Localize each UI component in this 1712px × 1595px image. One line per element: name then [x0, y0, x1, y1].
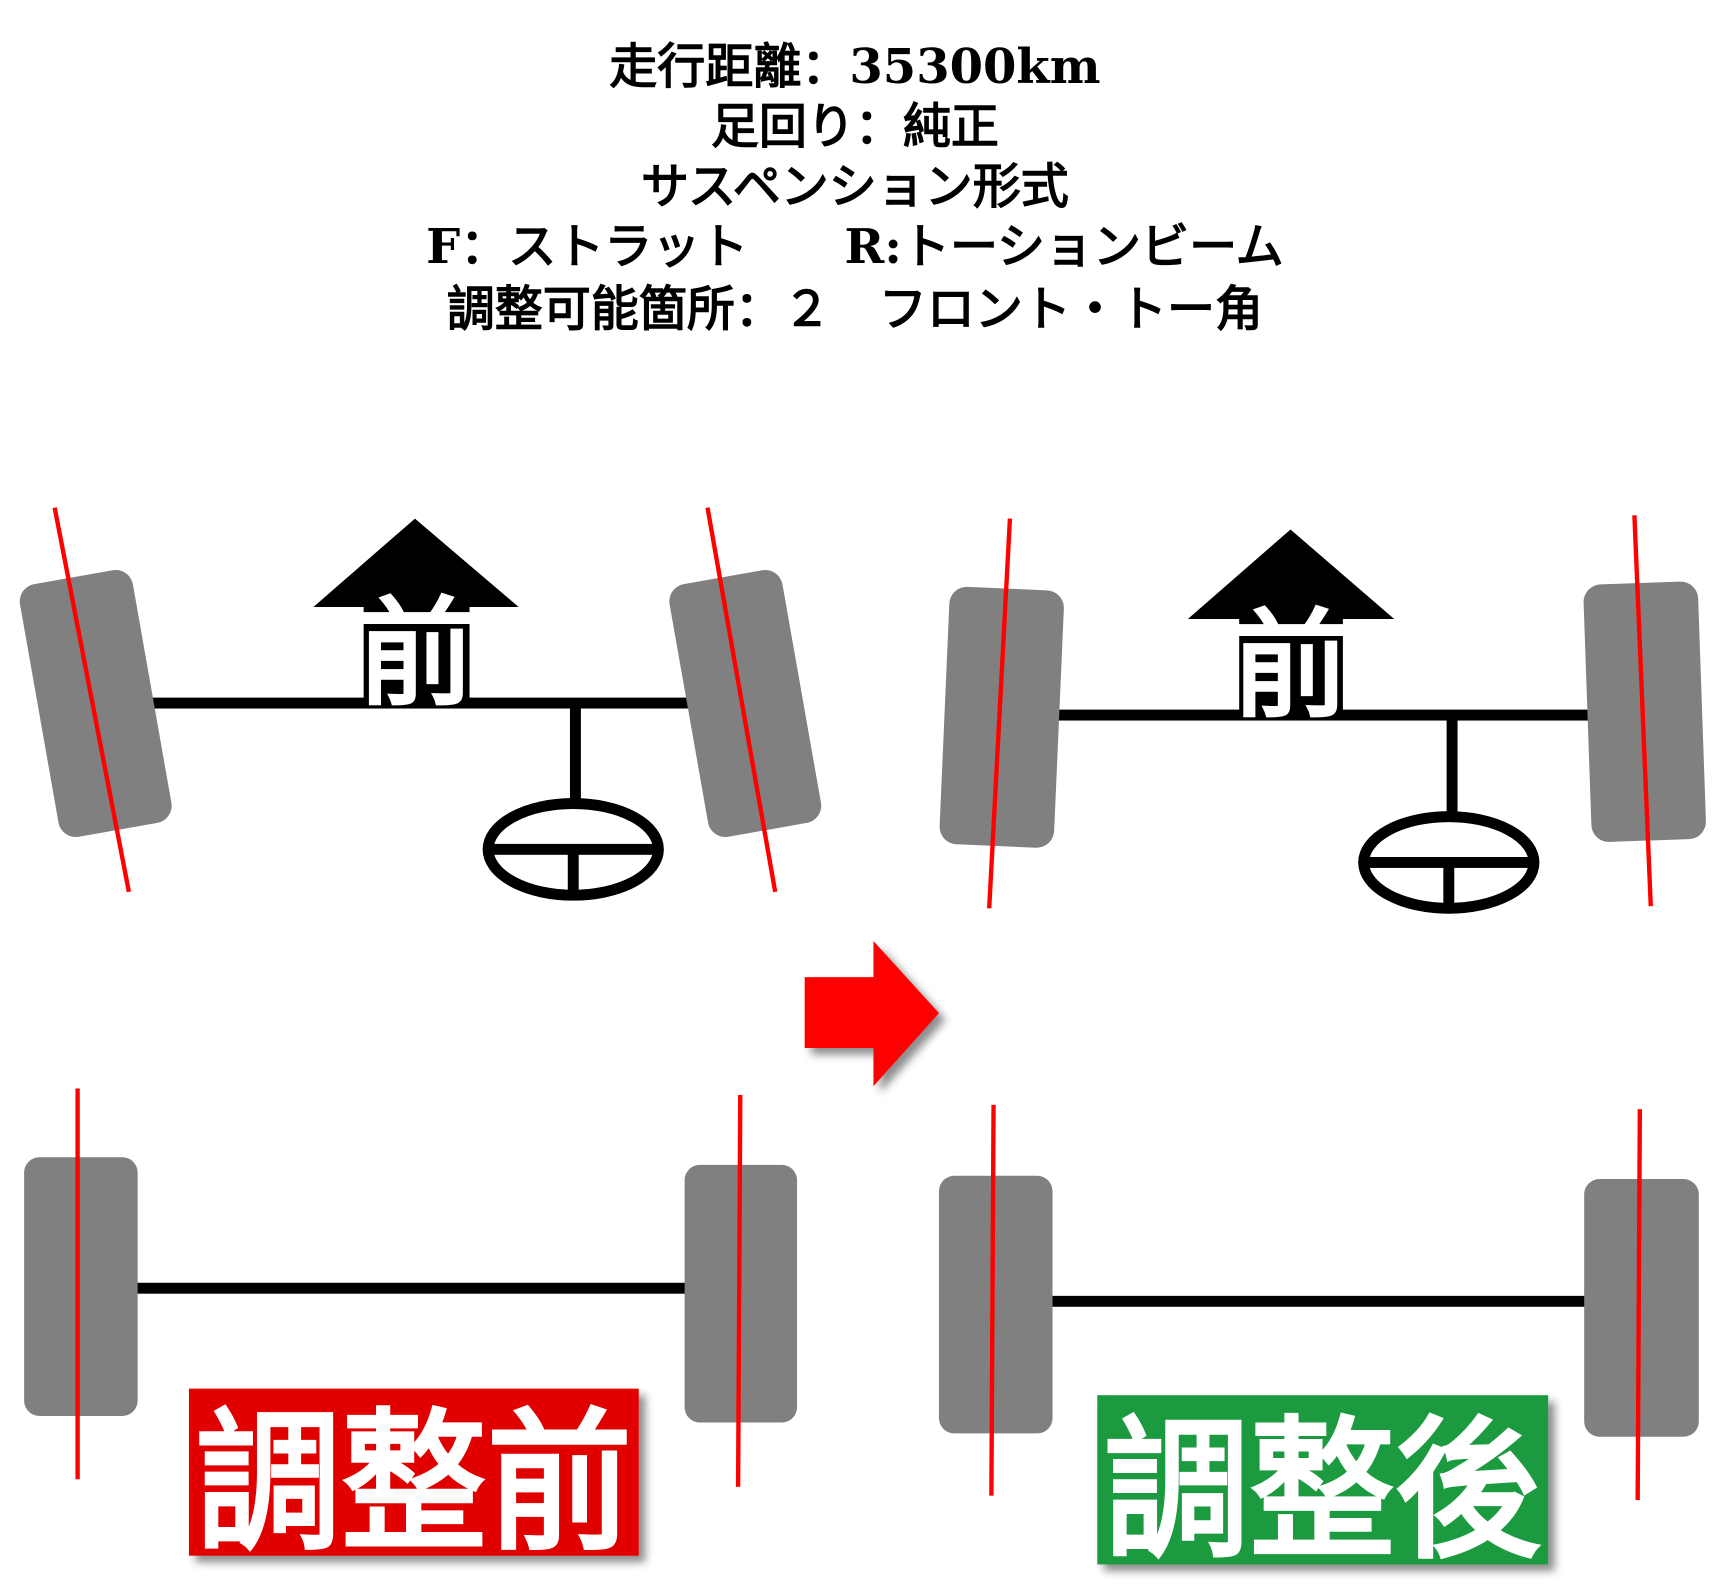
suspension-type-line: F：ストラット R:トーションビーム [426, 219, 1284, 275]
front-direction-arrow: 前 [1187, 529, 1395, 734]
mileage-line: 走行距離：35300km [609, 39, 1100, 95]
tire-front-left [939, 586, 1064, 848]
after-label: 調整後 [1104, 1403, 1542, 1581]
steering-wheel-icon [482, 703, 664, 901]
axle-bar [131, 1282, 691, 1294]
front-axle-before: 前 [19, 507, 822, 901]
alignment-line [1632, 515, 1653, 907]
steering-wheel-icon [1358, 715, 1540, 914]
arrow-stem [363, 600, 470, 704]
alignment-line [52, 507, 132, 893]
arrow-head [313, 518, 519, 607]
before-badge: 調整前 [188, 1388, 639, 1573]
rear-axle-before [24, 1088, 798, 1487]
suspension-type-heading: サスペンション形式 [641, 159, 1069, 215]
front-axle-after: 前 [939, 515, 1706, 914]
alignment-line [987, 518, 1013, 909]
tire-rear-left [24, 1157, 138, 1416]
alignment-line [735, 1094, 743, 1487]
tire-front-left [19, 569, 172, 838]
tire-rear-right [1584, 1179, 1699, 1437]
transition-arrow-icon [804, 941, 939, 1087]
alignment-line [989, 1104, 996, 1496]
front-label: 前 [1232, 597, 1350, 734]
axle-bar [1048, 1295, 1589, 1307]
adjustable-points-line: 調整可能箇所：２ フロント・トー角 [447, 281, 1263, 337]
rear-axle-after [938, 1104, 1699, 1501]
alignment-line [1635, 1109, 1643, 1501]
tire-front-right [669, 569, 822, 838]
front-direction-arrow: 前 [313, 518, 519, 722]
suspension-stock-line: 足回り：純正 [711, 99, 999, 155]
arrow-head [1187, 529, 1395, 620]
after-badge: 調整後 [1097, 1395, 1549, 1581]
before-label: 調整前 [196, 1395, 633, 1573]
tire-rear-left [938, 1175, 1053, 1434]
header-text: 走行距離：35300km 足回り：純正 サスペンション形式 F：ストラット R:… [426, 39, 1284, 337]
front-label: 前 [357, 585, 475, 722]
arrow-stem [1239, 612, 1343, 716]
alignment-line [705, 507, 778, 893]
